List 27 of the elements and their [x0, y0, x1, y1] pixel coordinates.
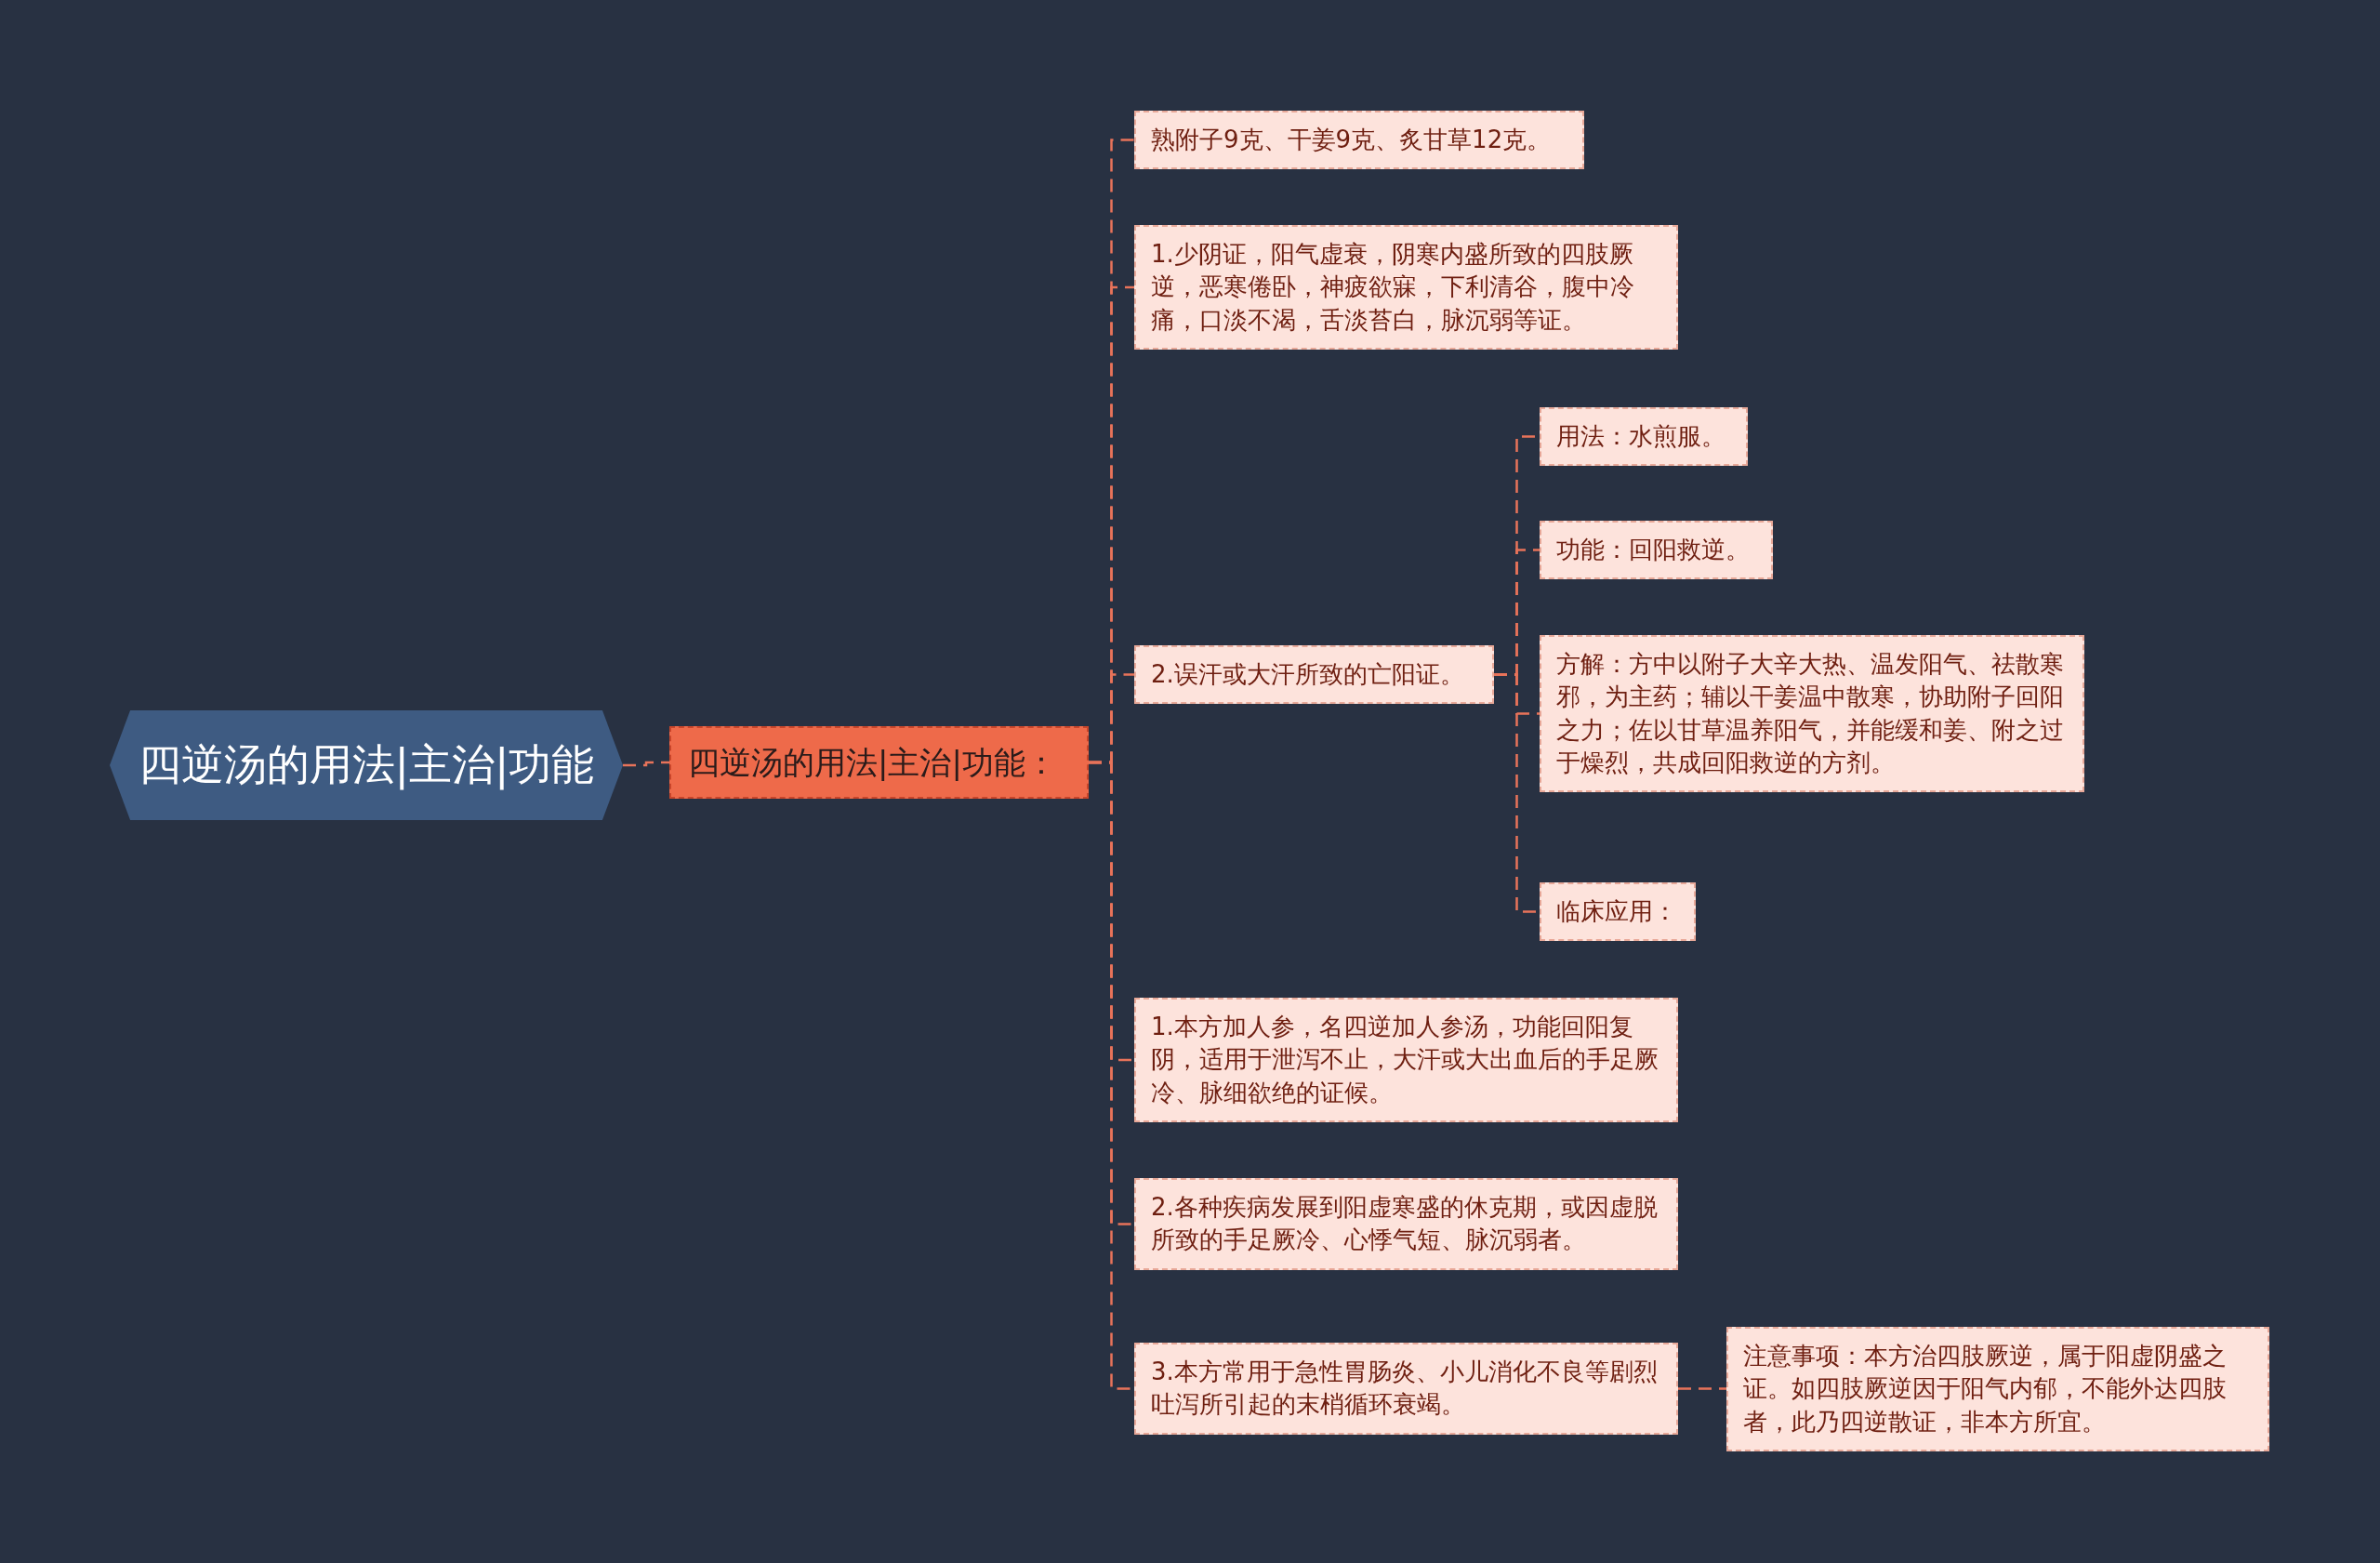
- topic-box: [1134, 225, 1678, 351]
- topic-box: [1540, 635, 2084, 793]
- node-text: 临床应用：: [1556, 896, 1678, 927]
- node-text: 四逆汤的用法|主治|功能: [138, 738, 595, 792]
- topic-box: [1134, 998, 1678, 1123]
- topic-box: [1134, 111, 1584, 170]
- node-text: 注意事项：本方治四肢厥逆，属于阳虚阴盛之证。如四肢厥逆因于阳气内郁，不能外达四肢者，此乃四逆散证，非本方所宜。: [1743, 1341, 2228, 1437]
- node-text: 方解：方中以附子大辛大热、温发阳气、祛散寒邪，为主药；辅以干姜温中散寒，协助附子回阳之力；佐以甘草温养阳气，并能缓和姜、附之过于燥烈，共成回阳救逆的方剂。: [1556, 649, 2065, 779]
- topic-box: [1540, 407, 1748, 467]
- topic-box: [1134, 1178, 1678, 1270]
- node-text: 2.误汗或大汗所致的亡阳证。: [1151, 659, 1465, 690]
- connector-line: [623, 761, 669, 767]
- node-text: 功能：回阳救逆。: [1556, 535, 1751, 565]
- node-text: 3.本方常用于急性胃肠炎、小儿消化不良等剧烈吐泻所引起的末梢循环衰竭。: [1151, 1357, 1659, 1421]
- topic-box: [1540, 521, 1773, 580]
- node-text: 熟附子9克、干姜9克、炙甘草12克。: [1151, 125, 1553, 155]
- topic-box: [1134, 645, 1494, 705]
- topic-box: [669, 726, 1089, 800]
- node-text: 四逆汤的用法|主治|功能：: [688, 743, 1058, 783]
- connector-line: [1678, 1387, 1726, 1390]
- topic-box: [1540, 882, 1696, 942]
- node-text: 1.本方加人参，名四逆加人参汤，功能回阳复阴，适用于泄泻不止，大汗或大出血后的手足厥冷、脉细欲绝的证候。: [1151, 1012, 1659, 1108]
- node-text: 用法：水煎服。: [1556, 421, 1726, 452]
- topic-box: [1726, 1327, 2269, 1452]
- node-text: 2.各种疾病发展到阳虚寒盛的休克期，或因虚脱所致的手足厥冷、心悸气短、脉沉弱者。: [1151, 1192, 1659, 1256]
- topic-box: [1134, 1343, 1678, 1435]
- node-text: 1.少阴证，阳气虚衰，阴寒内盛所致的四肢厥逆，恶寒倦卧，神疲欲寐，下利清谷，腹中冷痛，口淡不渴，舌淡苔白，脉沉弱等证。: [1151, 239, 1635, 336]
